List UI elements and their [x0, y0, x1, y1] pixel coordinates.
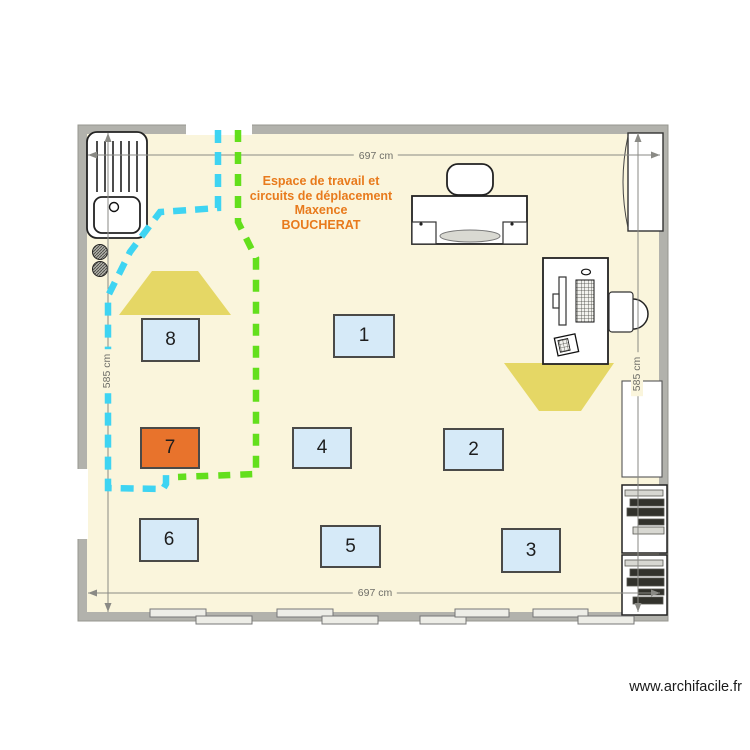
plan-title-line4: BOUCHERAT	[281, 217, 361, 232]
shelf-unit[interactable]	[621, 484, 668, 554]
opening-left-wall	[77, 469, 88, 539]
table-3[interactable]: 3	[501, 528, 561, 573]
table-6[interactable]: 6	[139, 518, 199, 562]
dimension-label-left: 585 cm	[101, 348, 113, 394]
mouse-icon	[580, 268, 592, 276]
table-1[interactable]: 1	[333, 314, 395, 358]
office-chair[interactable]	[608, 291, 649, 333]
dimension-label-right: 585 cm	[631, 351, 643, 397]
door-right[interactable]	[622, 132, 664, 232]
table-2[interactable]: 2	[443, 428, 504, 471]
phone-icon	[553, 333, 580, 357]
sink-unit[interactable]	[86, 131, 148, 239]
drain-icon	[108, 201, 120, 213]
table-7[interactable]: 7	[140, 427, 200, 469]
circulation-path-cyan	[104, 130, 222, 493]
table-8[interactable]: 8	[141, 318, 200, 362]
light-beam-right	[504, 363, 614, 411]
circulation-path-green	[177, 130, 260, 481]
keyboard-tray	[439, 229, 501, 243]
drainer-lines	[96, 141, 138, 192]
shelf-unit[interactable]	[621, 554, 668, 616]
stool[interactable]	[92, 244, 108, 260]
table-4[interactable]: 4	[292, 427, 352, 469]
teacher-chair[interactable]	[446, 163, 494, 196]
window-bottom	[149, 608, 635, 625]
dimension-label-bottom: 697 cm	[352, 587, 398, 599]
monitor-icon	[558, 276, 567, 326]
watermark-url[interactable]: www.archifacile.fr	[629, 679, 742, 695]
table-5[interactable]: 5	[320, 525, 381, 568]
computer-desk[interactable]	[542, 257, 609, 365]
light-beam-left	[119, 271, 231, 315]
teacher-desk[interactable]	[411, 195, 528, 245]
plan-title-line3: Maxence	[294, 203, 348, 217]
keyboard-icon	[575, 279, 595, 323]
window-right	[621, 380, 663, 478]
stool[interactable]	[92, 261, 108, 277]
plan-title-line2: circuits de déplacement	[249, 188, 393, 203]
plan-title: Espace de travail et circuits de déplace…	[238, 174, 404, 232]
dimension-label-top: 697 cm	[353, 150, 399, 162]
plan-title-line1: Espace de travail et	[262, 174, 380, 188]
